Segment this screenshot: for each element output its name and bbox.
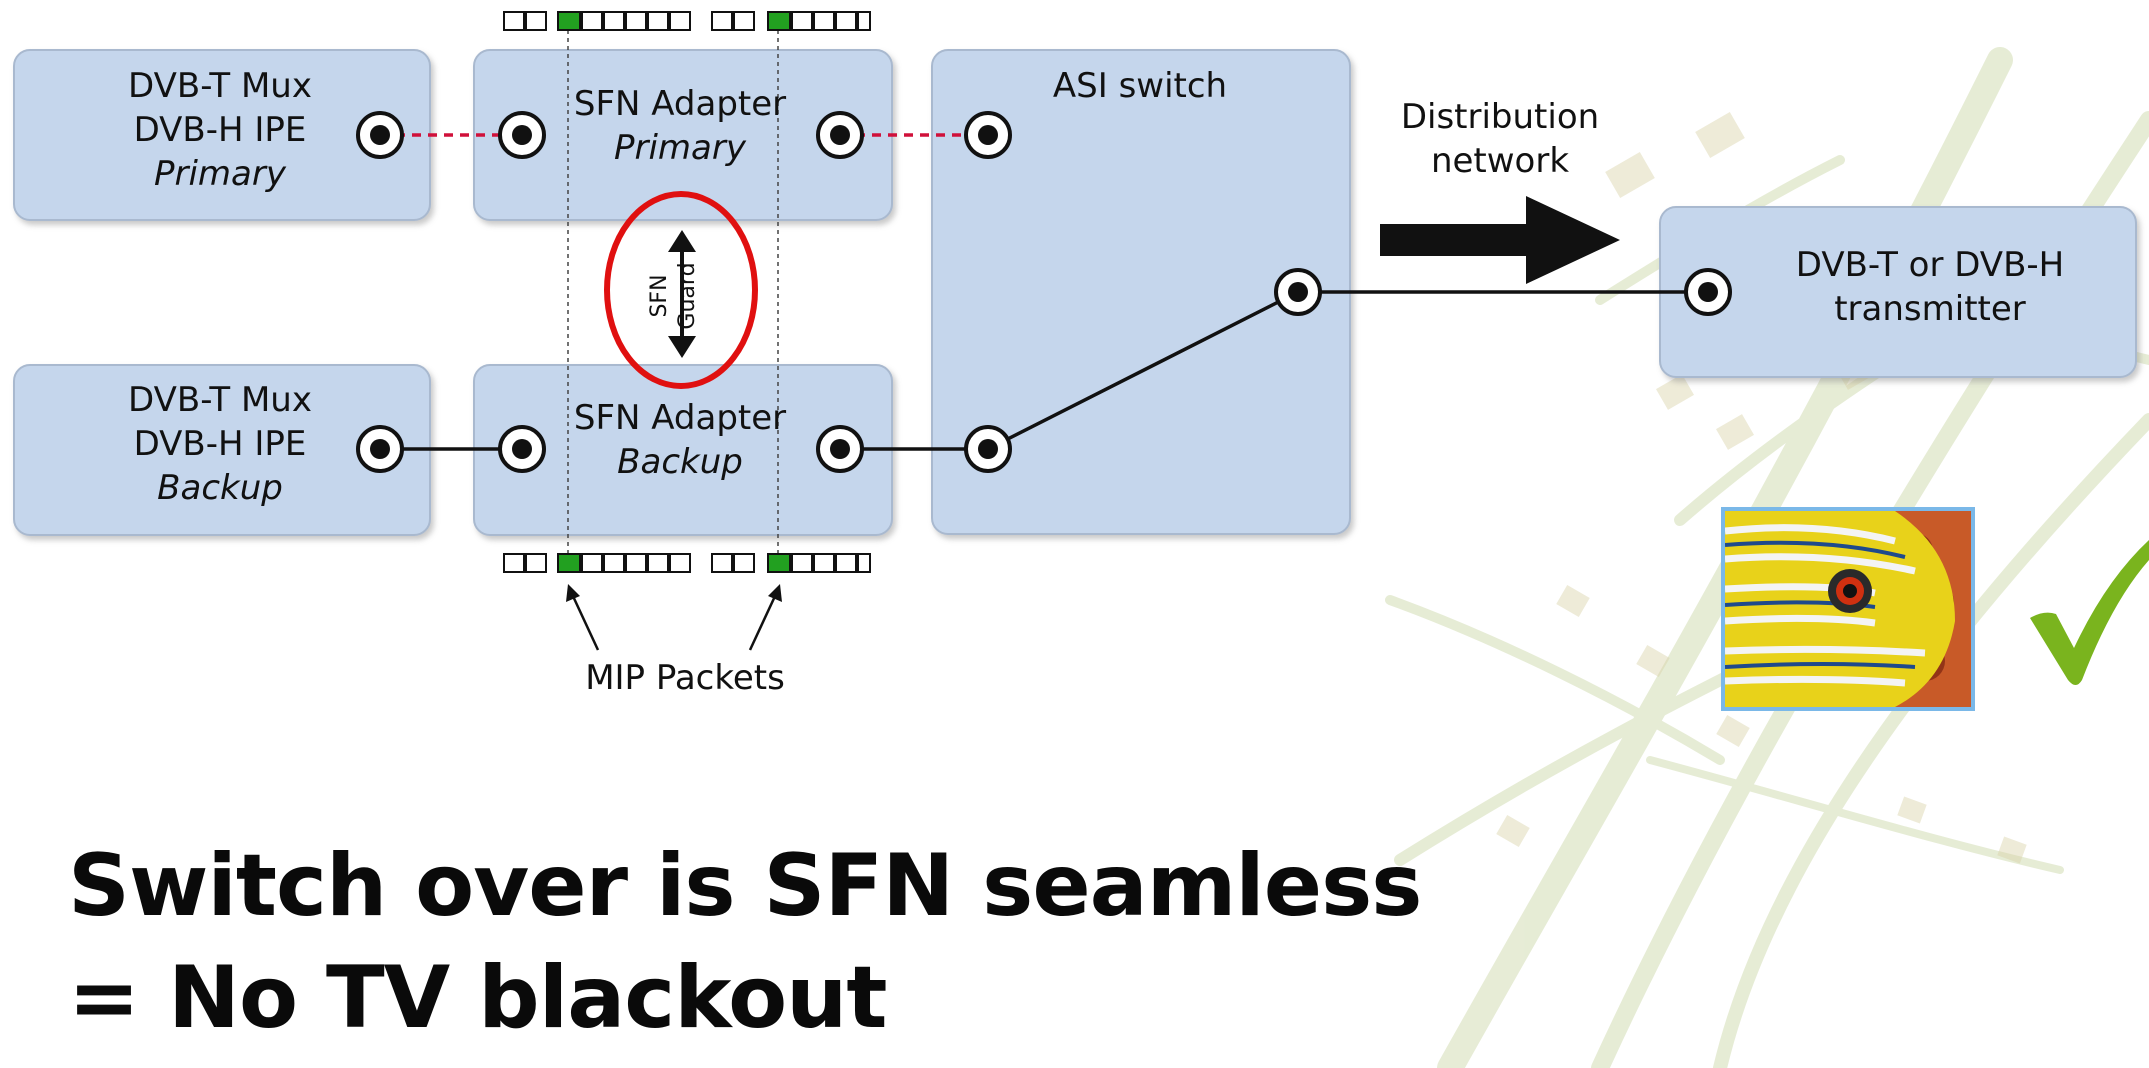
sfn-guard-line2: Guard	[675, 262, 700, 330]
adapter-primary-label: SFN Adapter Primary	[545, 82, 815, 170]
mip-packet-strip-bottom	[503, 553, 871, 573]
distribution-line1: Distribution	[1400, 97, 1600, 137]
sfn-guard-highlight-circle	[604, 191, 758, 389]
asi-switch-label: ASI switch	[1000, 64, 1280, 108]
mux-backup-line1: DVB-T Mux	[128, 380, 312, 420]
mux-backup-line2: DVB-H IPE	[133, 424, 307, 464]
adapter-backup-line1: SFN Adapter	[573, 398, 787, 438]
mip-packets-label: MIP Packets	[585, 658, 785, 698]
distribution-network-label: Distribution network	[1370, 95, 1630, 183]
mux-primary-line3: Primary	[154, 154, 286, 194]
mux-primary-line1: DVB-T Mux	[128, 66, 312, 106]
distribution-line2: network	[1430, 141, 1570, 181]
mux-backup-line3: Backup	[157, 468, 283, 508]
mux-backup-label: DVB-T Mux DVB-H IPE Backup	[60, 378, 380, 510]
headline: Switch over is SFN seamless = No TV blac…	[68, 830, 1422, 1054]
headline-line2: = No TV blackout	[68, 948, 888, 1048]
adapter-backup-line2: Backup	[617, 442, 743, 482]
sfn-guard-label: SFN Guard	[647, 236, 701, 356]
fish-image	[1721, 507, 1975, 711]
transmitter-line1: DVB-T or DVB-H	[1795, 245, 2065, 285]
adapter-primary-line2: Primary	[614, 128, 746, 168]
mux-primary-line2: DVB-H IPE	[133, 110, 307, 150]
asi-switch-line1: ASI switch	[1052, 66, 1228, 106]
sfn-guard-arrow	[668, 230, 696, 358]
transmitter-line2: transmitter	[1834, 289, 2026, 329]
check-icon	[2030, 540, 2149, 685]
mip-arrow-left	[566, 584, 600, 651]
mux-primary-label: DVB-T Mux DVB-H IPE Primary	[60, 64, 380, 196]
headline-line1: Switch over is SFN seamless	[68, 836, 1422, 936]
transmitter-label: DVB-T or DVB-H transmitter	[1740, 243, 2120, 331]
switch-internal-link	[987, 290, 1299, 451]
mip-arrow-right	[748, 584, 782, 651]
sfn-guard-line1: SFN	[647, 274, 672, 318]
distribution-arrow	[1380, 196, 1620, 284]
adapter-primary-line1: SFN Adapter	[573, 84, 787, 124]
connector-ports	[356, 111, 1732, 473]
adapter-backup-label: SFN Adapter Backup	[545, 396, 815, 484]
mip-packet-strip-top	[503, 11, 871, 31]
